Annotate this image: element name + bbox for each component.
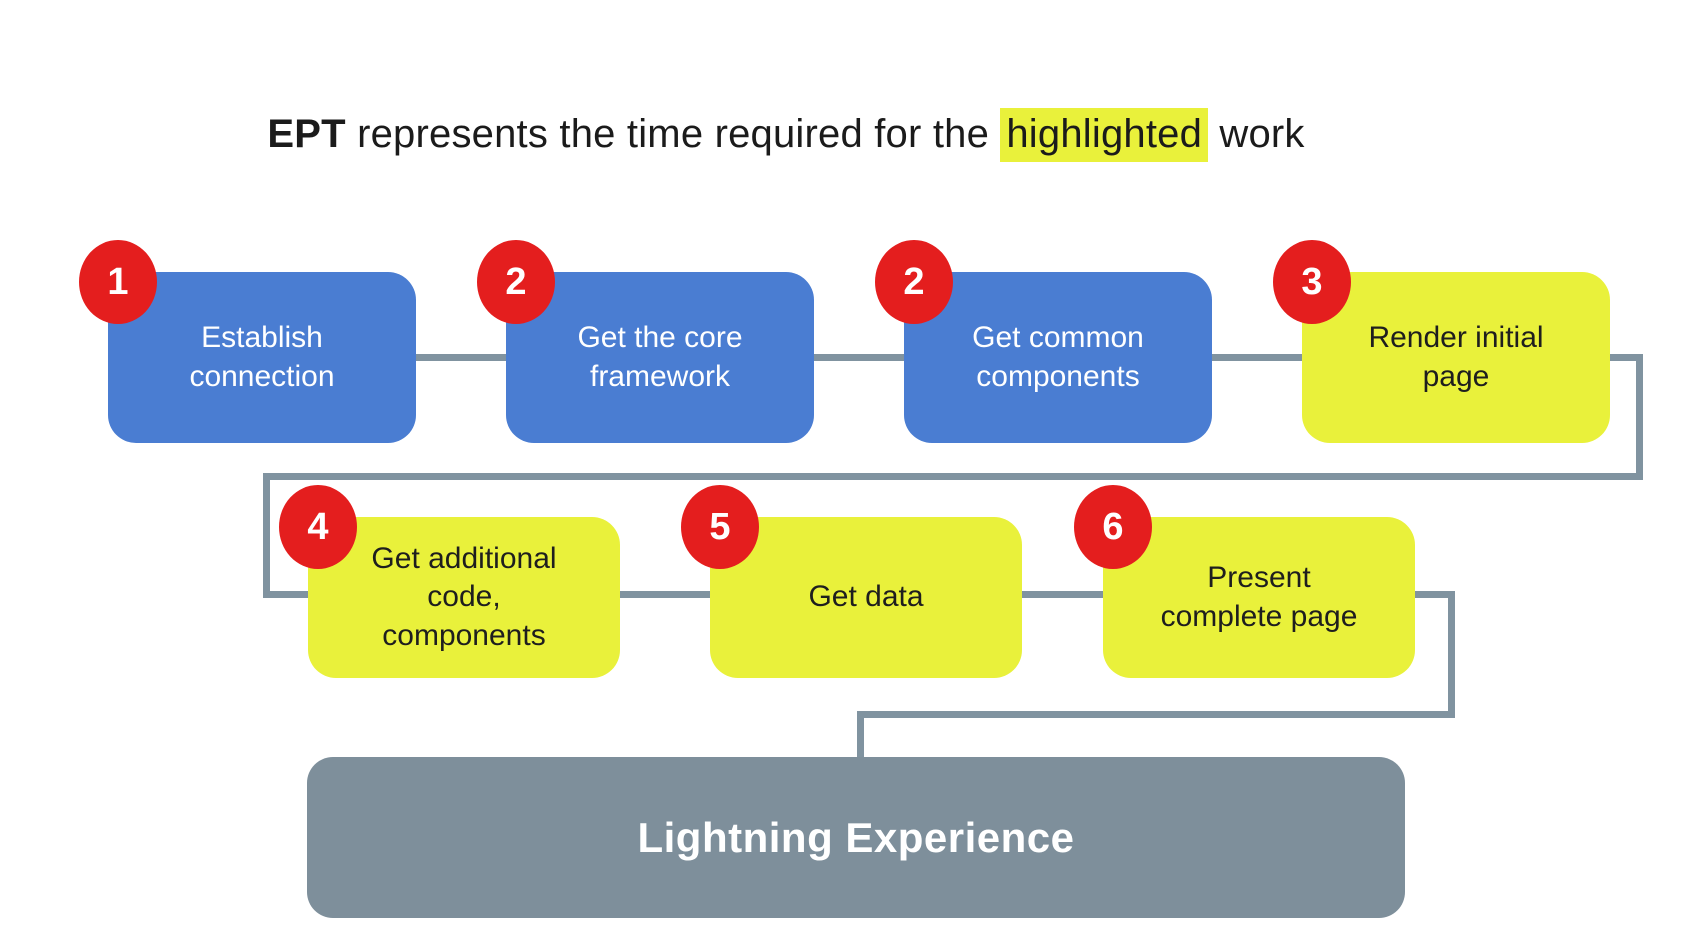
step-number-badge: 2 [477, 240, 555, 324]
connector-step2-step3 [814, 354, 904, 361]
step-label: Render initial page [1368, 321, 1544, 393]
highlighted-term: highlighted [1000, 108, 1209, 162]
step-number-badge: 2 [875, 240, 953, 324]
step-box-present-complete-page: 6 Present complete page [1074, 485, 1415, 678]
step-box-get-data: 5 Get data [681, 485, 1022, 678]
diagram-title: EPT represents the time required for the… [0, 108, 1572, 162]
step-box-render-initial-page: 3 Render initial page [1273, 240, 1610, 443]
connector-return-horizontal [263, 473, 1643, 480]
title-middle-text: represents the time required for the [345, 112, 1001, 156]
step-label: Get common components [972, 321, 1144, 393]
lightning-experience-box: Lightning Experience [307, 757, 1405, 918]
step-box-get-common-components: 2 Get common components [875, 240, 1212, 443]
connector-step6-down-vertical [1448, 591, 1455, 718]
connector-right-vertical [1636, 354, 1643, 480]
step-label: Get the core framework [577, 321, 743, 393]
connector-into-footer-vertical [857, 711, 864, 757]
step-label: Establish connection [189, 321, 335, 393]
step-label: Get additional code, components [371, 542, 557, 652]
step-number-badge: 4 [279, 485, 357, 569]
ept-term: EPT [267, 112, 346, 156]
step-number-badge: 6 [1074, 485, 1152, 569]
step-box-establish-connection: 1 Establish connection [79, 240, 416, 443]
step-box-get-core-framework: 2 Get the core framework [477, 240, 814, 443]
connector-left-vertical [263, 473, 270, 598]
connector-step1-step2 [416, 354, 506, 361]
step-label: Get data [808, 580, 924, 614]
step-number-badge: 1 [79, 240, 157, 324]
connector-step3-step4 [1212, 354, 1302, 361]
step-number-badge: 5 [681, 485, 759, 569]
lightning-experience-label: Lightning Experience [637, 813, 1075, 861]
step-label: Present complete page [1160, 561, 1358, 633]
step-number-badge: 3 [1273, 240, 1351, 324]
title-suffix-text: work [1208, 112, 1305, 156]
connector-step4-out-right [1610, 354, 1643, 361]
connector-bottom-horizontal [857, 711, 1455, 718]
step-box-get-additional-code: 4 Get additional code, components [279, 485, 620, 678]
